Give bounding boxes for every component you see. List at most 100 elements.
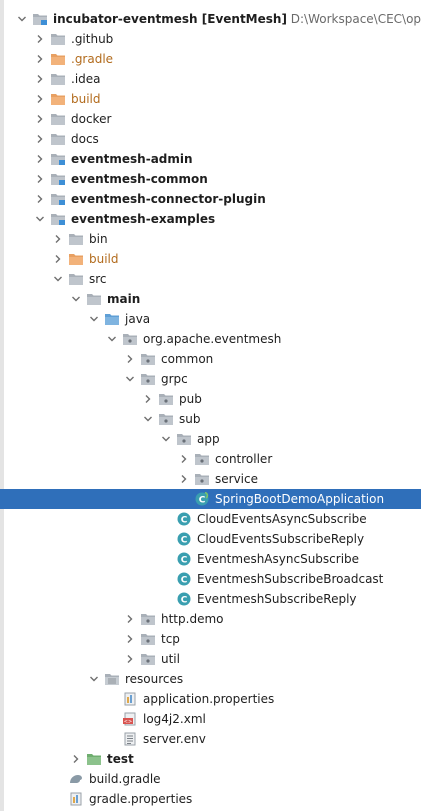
chevron-down-icon[interactable]	[88, 673, 100, 685]
chevron-down-icon[interactable]	[52, 273, 64, 285]
tree-row-label: SpringBootDemoApplication	[215, 489, 384, 509]
tree-row-text: eventmesh-connector-plugin	[71, 192, 266, 206]
package-icon	[140, 372, 156, 386]
tree-row-text: CloudEventsSubscribeReply	[197, 532, 365, 546]
tree-row-label: http.demo	[161, 609, 223, 629]
tree-row-java[interactable]: java	[0, 309, 421, 329]
package-icon	[140, 612, 156, 626]
tree-row-eventmesh-connector-plugin[interactable]: eventmesh-connector-plugin	[0, 189, 421, 209]
tree-row-text: incubator-eventmesh [EventMesh]	[53, 12, 287, 26]
tree-row-src[interactable]: src	[0, 269, 421, 289]
chevron-right-icon[interactable]	[34, 93, 46, 105]
tree-row-label: pub	[179, 389, 202, 409]
tree-row-log4j2-xml[interactable]: <> log4j2.xml	[0, 709, 421, 729]
tree-row-server-env[interactable]: server.env	[0, 729, 421, 749]
tree-row-label: grpc	[161, 369, 188, 389]
chevron-down-icon[interactable]	[160, 433, 172, 445]
tree-row-tcp[interactable]: tcp	[0, 629, 421, 649]
tree-row-text: main	[107, 292, 141, 306]
chevron-right-icon[interactable]	[34, 33, 46, 45]
chevron-right-icon[interactable]	[34, 153, 46, 165]
chevron-right-icon[interactable]	[178, 453, 190, 465]
class-icon: C	[176, 572, 192, 586]
package-icon	[176, 432, 192, 446]
tree-row-test[interactable]: test	[0, 749, 421, 769]
tree-row-docs[interactable]: docs	[0, 129, 421, 149]
tree-row-common[interactable]: common	[0, 349, 421, 369]
chevron-down-icon[interactable]	[16, 13, 28, 25]
package-icon	[158, 412, 174, 426]
tree-row-label: controller	[215, 449, 272, 469]
tree-row-application-properties[interactable]: application.properties	[0, 689, 421, 709]
tree-row-main[interactable]: main	[0, 289, 421, 309]
tree-row-label: build	[89, 249, 119, 269]
tree-row-text: pub	[179, 392, 202, 406]
module-folder-icon	[50, 212, 66, 226]
tree-row-app[interactable]: app	[0, 429, 421, 449]
tree-row-cloudeventssubscribereply[interactable]: C CloudEventsSubscribeReply	[0, 529, 421, 549]
tree-row-eventmesh-common[interactable]: eventmesh-common	[0, 169, 421, 189]
tree-row-text: EventmeshSubscribeBroadcast	[197, 572, 384, 586]
chevron-right-icon[interactable]	[124, 353, 136, 365]
tree-row-pub[interactable]: pub	[0, 389, 421, 409]
chevron-right-icon[interactable]	[34, 53, 46, 65]
chevron-down-icon[interactable]	[88, 313, 100, 325]
tree-row-label: common	[161, 349, 213, 369]
tree-row-util[interactable]: util	[0, 649, 421, 669]
chevron-right-icon[interactable]	[70, 753, 82, 765]
tree-row-eventmeshsubscribereply[interactable]: C EventmeshSubscribeReply	[0, 589, 421, 609]
tree-row-eventmeshsubscribebroadcast[interactable]: C EventmeshSubscribeBroadcast	[0, 569, 421, 589]
chevron-right-icon[interactable]	[124, 653, 136, 665]
tree-row-idea[interactable]: .idea	[0, 69, 421, 89]
chevron-right-icon[interactable]	[124, 633, 136, 645]
tree-row-github[interactable]: .github	[0, 29, 421, 49]
chevron-right-icon[interactable]	[34, 113, 46, 125]
tree-row-label: src	[89, 269, 107, 289]
tree-row-eventmeshasyncsubscribe[interactable]: C EventmeshAsyncSubscribe	[0, 549, 421, 569]
chevron-down-icon[interactable]	[70, 293, 82, 305]
tree-row-sub[interactable]: sub	[0, 409, 421, 429]
chevron-right-icon[interactable]	[124, 613, 136, 625]
chevron-right-icon[interactable]	[34, 193, 46, 205]
tree-row-label: EventmeshAsyncSubscribe	[197, 549, 359, 569]
module-folder-icon	[50, 172, 66, 186]
tree-row-http-demo[interactable]: http.demo	[0, 609, 421, 629]
package-icon	[194, 472, 210, 486]
tree-row-springbootdemoapplication[interactable]: C SpringBootDemoApplication	[0, 489, 421, 509]
tree-row-resources[interactable]: resources	[0, 669, 421, 689]
tree-row-eventmesh-examples[interactable]: eventmesh-examples	[0, 209, 421, 229]
tree-row-incubator-eventmesh-eventmesh[interactable]: incubator-eventmesh [EventMesh] D:\Works…	[0, 9, 421, 29]
tree-row-grpc[interactable]: grpc	[0, 369, 421, 389]
tree-row-build[interactable]: build	[0, 249, 421, 269]
chevron-right-icon[interactable]	[52, 253, 64, 265]
tree-row-cloudeventsasyncsubscribe[interactable]: C CloudEventsAsyncSubscribe	[0, 509, 421, 529]
tree-row-build-gradle[interactable]: build.gradle	[0, 769, 421, 789]
tree-row-service[interactable]: service	[0, 469, 421, 489]
tree-row-docker[interactable]: docker	[0, 109, 421, 129]
tree-row-label: org.apache.eventmesh	[143, 329, 281, 349]
chevron-right-icon[interactable]	[52, 233, 64, 245]
chevron-down-icon[interactable]	[106, 333, 118, 345]
svg-text:C: C	[181, 516, 188, 526]
tree-row-bin[interactable]: bin	[0, 229, 421, 249]
tree-row-eventmesh-admin[interactable]: eventmesh-admin	[0, 149, 421, 169]
tree-row-build[interactable]: build	[0, 89, 421, 109]
chevron-right-icon[interactable]	[178, 473, 190, 485]
tree-row-gradle-properties[interactable]: gradle.properties	[0, 789, 421, 809]
class-icon: C	[176, 552, 192, 566]
chevron-right-icon[interactable]	[34, 173, 46, 185]
tool-window-strip	[0, 0, 4, 811]
chevron-right-icon[interactable]	[34, 73, 46, 85]
tree-row-org-apache-eventmesh[interactable]: org.apache.eventmesh	[0, 329, 421, 349]
chevron-right-icon[interactable]	[34, 133, 46, 145]
tree-row-controller[interactable]: controller	[0, 449, 421, 469]
text-file-icon	[122, 732, 138, 746]
tree-row-gradle[interactable]: .gradle	[0, 49, 421, 69]
chevron-right-icon[interactable]	[142, 393, 154, 405]
chevron-down-icon[interactable]	[124, 373, 136, 385]
svg-text:C: C	[181, 596, 188, 606]
class-icon: C	[176, 512, 192, 526]
chevron-down-icon[interactable]	[142, 413, 154, 425]
chevron-down-icon[interactable]	[34, 213, 46, 225]
